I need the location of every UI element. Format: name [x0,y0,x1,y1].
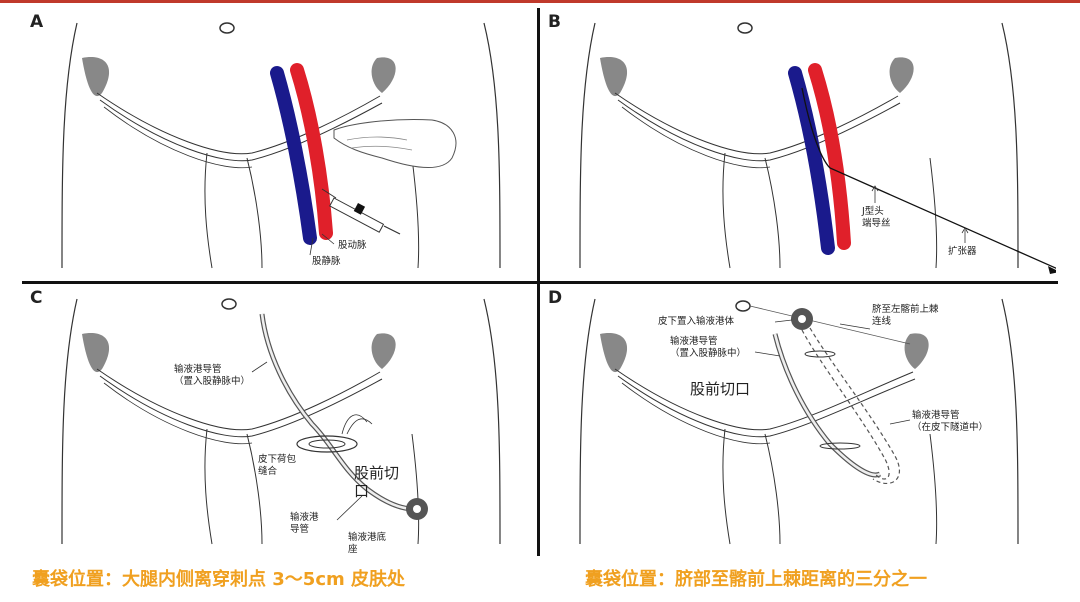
navel-icon [219,22,235,34]
femoral-vein [788,66,835,255]
panel-b-letter: B [548,12,561,32]
artery-label: 股动脉 [338,240,367,251]
panel-b: B J型头 端导丝 扩张器 [540,8,1056,280]
guidewire [801,87,1056,269]
port-body-label: 皮下置入输液港体 [658,316,735,327]
femoral-artery [808,63,851,250]
caption-left: 囊袋位置：大腿内侧离穿刺点 3～5cm 皮肤处 [32,569,406,590]
purse-string-suture-icon [296,435,358,453]
catheter-label: 输液港导管 （置入股静脉中） [174,364,251,387]
top-accent-line [0,0,1080,3]
incision-label: 股前切口 [690,380,751,398]
dilator-tip-icon [1048,266,1056,274]
vein-catheter [772,333,882,478]
panel-d-drawing [579,298,1019,545]
port-base-label: 输液港底 座 [348,532,387,555]
left-iliac-crest-icon [600,57,628,97]
left-iliac-crest-icon [600,333,628,373]
guidewire-label: J型头 端导丝 [862,206,891,229]
left-iliac-crest-icon [82,333,110,373]
incision-label: 股前切 口 [354,464,400,500]
panel-a: A 股动脉 股静脉 [22,8,538,280]
right-iliac-crest-icon [904,333,929,369]
panel-c: C 输液港导管 （置入股静脉中） 皮下荷包 缝合 股前切 口 输液港 导管 输液… [22,284,538,556]
caption-right: 囊袋位置：脐部至髂前上棘距离的三分之一 [585,569,927,590]
femoral-artery [290,63,333,240]
panel-b-drawing [579,22,1056,274]
right-iliac-crest-icon [889,57,914,93]
navel-icon [735,300,751,312]
navel-icon [737,22,753,34]
purse-string-label: 皮下荷包 缝合 [258,454,297,477]
left-iliac-crest-icon [82,57,110,97]
panel-c-letter: C [30,288,43,308]
panel-d: D 皮下置入输液港体 脐至左髂前上棘 连线 输液港导管 （置入股静脉中） 股前切… [540,284,1056,556]
catheter-label: 输液港导管 （置入股静脉中） [670,336,747,359]
panel-divider-horizontal [22,281,1058,284]
panel-c-drawing [61,298,501,545]
dilator-label: 扩张器 [948,246,977,257]
navel-line-label: 脐至左髂前上棘 连线 [872,304,939,327]
navel-icon [221,298,237,310]
panel-a-drawing [61,22,501,269]
navel-iliac-line [749,305,911,345]
vein-label: 股静脉 [312,256,341,267]
tunnel-catheter [801,329,890,480]
right-iliac-crest-icon [371,57,396,93]
femoral-vein [270,66,317,245]
panel-a-letter: A [30,12,44,32]
panel-d-letter: D [548,288,563,308]
port-catheter-label: 输液港 导管 [290,512,319,535]
tunnel-catheter-label: 输液港导管 （在皮下隧道中） [912,410,989,433]
syringe-icon [321,188,401,235]
right-iliac-crest-icon [371,333,396,369]
hand-icon [333,119,457,168]
